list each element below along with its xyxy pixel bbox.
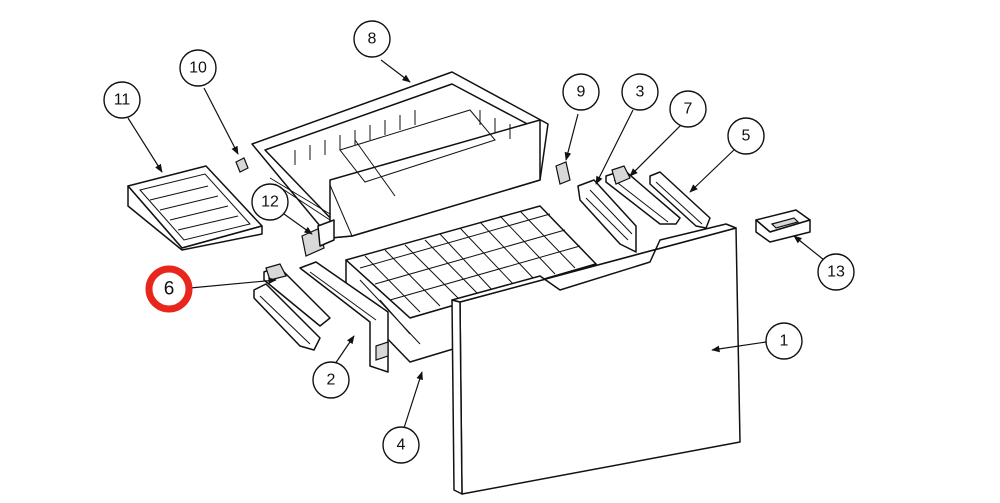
callout-1: 1 bbox=[765, 322, 803, 360]
callout-5: 5 bbox=[727, 117, 765, 155]
callout-7: 7 bbox=[669, 90, 707, 128]
callout-4: 4 bbox=[382, 426, 420, 464]
part-7-slide-rail bbox=[605, 165, 681, 225]
svg-text:6: 6 bbox=[164, 279, 175, 300]
callout-10: 10 bbox=[179, 49, 217, 87]
part-13-handle bbox=[755, 209, 811, 243]
part-10-clip bbox=[235, 157, 249, 173]
svg-text:3: 3 bbox=[636, 84, 645, 101]
part-2-rail-bracket bbox=[299, 261, 389, 373]
part-1-drawer-front bbox=[451, 223, 741, 495]
part-9-clip bbox=[555, 161, 571, 185]
svg-text:13: 13 bbox=[827, 264, 845, 281]
callout-8: 8 bbox=[353, 20, 391, 58]
part-6-slide-rail bbox=[253, 263, 331, 351]
svg-text:2: 2 bbox=[327, 372, 336, 389]
svg-text:11: 11 bbox=[114, 92, 131, 109]
svg-text:4: 4 bbox=[397, 437, 406, 454]
part-3-rail-bracket bbox=[577, 179, 637, 253]
callout-6-highlighted: 6 bbox=[145, 265, 193, 313]
part-11-tray bbox=[127, 165, 263, 251]
callout-9: 9 bbox=[562, 73, 600, 111]
callout-2: 2 bbox=[312, 361, 350, 399]
callout-12: 12 bbox=[251, 183, 289, 221]
svg-text:1: 1 bbox=[780, 333, 789, 350]
part-8-upper-basket bbox=[251, 71, 549, 239]
svg-text:7: 7 bbox=[684, 101, 693, 118]
callout-11: 11 bbox=[103, 81, 141, 119]
callout-3: 3 bbox=[621, 73, 659, 111]
svg-text:8: 8 bbox=[368, 31, 377, 48]
svg-text:5: 5 bbox=[742, 128, 751, 145]
svg-text:9: 9 bbox=[577, 84, 586, 101]
svg-text:10: 10 bbox=[189, 60, 207, 77]
leader-lines bbox=[127, 59, 825, 429]
part-12-bracket bbox=[301, 219, 335, 257]
part-5-rail bbox=[649, 171, 711, 229]
callout-13: 13 bbox=[817, 253, 855, 291]
svg-text:12: 12 bbox=[261, 194, 279, 211]
